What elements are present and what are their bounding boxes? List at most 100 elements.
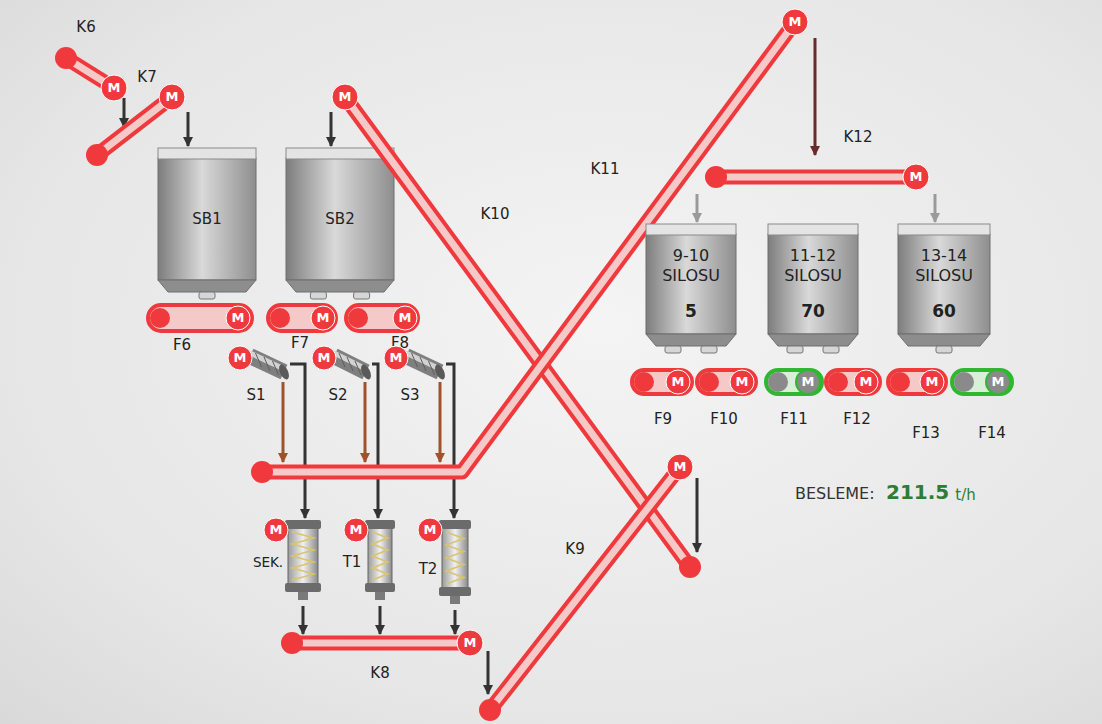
motor-label: M — [228, 350, 252, 366]
motor-symbol — [903, 164, 929, 190]
belt-outline — [97, 97, 172, 155]
belt-surface — [345, 97, 690, 567]
screw-node: S2M — [308, 342, 374, 406]
silo-label: 60 — [932, 302, 956, 320]
silo-label: 5 — [685, 302, 697, 320]
screw-outlet — [433, 363, 447, 381]
tail-pulley — [348, 308, 368, 328]
feeder-node: F11M — [762, 366, 824, 432]
silo-roof — [158, 148, 256, 159]
motor-label: M — [418, 522, 442, 538]
feeder-belt — [632, 370, 692, 394]
silo-body — [768, 234, 858, 334]
machine-nozzle — [450, 596, 460, 604]
motor-symbol — [418, 518, 442, 542]
belt-outline — [716, 170, 916, 185]
silo-node: SB1 — [156, 146, 258, 302]
equipment-tag: K8 — [370, 664, 389, 682]
feeder-node: F7M — [264, 300, 344, 354]
machine-body — [368, 528, 392, 584]
silo-label: 9-10 SILOSU — [653, 246, 729, 286]
feed-rate-text: t/h — [955, 485, 975, 505]
flow-arrow — [696, 478, 699, 552]
motor-symbol — [920, 370, 944, 394]
filter-element — [372, 532, 388, 580]
silo-hopper — [286, 280, 394, 292]
silo-drawing — [766, 222, 860, 356]
belt-surface — [97, 97, 172, 155]
flow-arrow — [487, 651, 490, 694]
machine-top-cap — [439, 520, 471, 529]
motor-label: M — [920, 374, 944, 390]
flow-arrow — [187, 112, 190, 146]
tail-pulley — [954, 372, 974, 392]
feeder-belt — [766, 370, 822, 394]
tail-pulley — [699, 372, 719, 392]
motor-label: M — [854, 374, 878, 390]
silo-hopper — [898, 334, 990, 346]
tail-pulley — [479, 699, 501, 721]
silo-outlet — [199, 292, 215, 299]
belt-outline — [490, 467, 680, 710]
machine-top-cap — [285, 520, 321, 529]
feeder-belt — [697, 370, 756, 394]
feeder-drawing — [342, 300, 422, 354]
motor-label: M — [344, 522, 368, 538]
tail-pulley — [251, 461, 273, 483]
machine-node: SEK.M — [252, 514, 324, 610]
belt-drawing — [700, 126, 934, 194]
flow-arrow — [379, 606, 382, 634]
screw-highlight — [334, 353, 366, 369]
equipment-tag: F12 — [843, 410, 871, 428]
flow-arrow — [446, 364, 454, 518]
belt-surface — [292, 640, 470, 647]
machine-top-cap — [365, 520, 395, 529]
motor-symbol — [101, 75, 127, 101]
motor-symbol — [311, 306, 335, 330]
belt-outline — [345, 97, 690, 567]
silo-outlet — [787, 346, 803, 353]
screw-ring — [273, 361, 279, 375]
motor-label: M — [986, 374, 1010, 390]
screw-ring — [264, 357, 270, 371]
motor-symbol — [228, 346, 252, 370]
belt-outline — [292, 636, 470, 651]
motor-symbol — [986, 370, 1010, 394]
machine-bottom-cap — [439, 587, 471, 596]
motor-symbol — [854, 370, 878, 394]
flow-arrow — [439, 382, 442, 462]
equipment-tag: S3 — [400, 386, 419, 404]
silo-body — [286, 158, 394, 280]
silo-body — [158, 158, 256, 280]
tail-pulley — [86, 144, 108, 166]
equipment-tag: SEK. — [253, 553, 283, 571]
tail-pulley — [55, 47, 77, 69]
silo-node: 9-10 SILOSU 5 — [644, 222, 738, 356]
motor-label: M — [730, 374, 754, 390]
motor-label: M — [666, 374, 690, 390]
tail-pulley — [890, 372, 910, 392]
feeder-belt — [148, 305, 252, 331]
silo-label: 11-12 SILOSU — [775, 246, 851, 286]
machine-node: T1M — [338, 514, 400, 610]
equipment-tag: F14 — [978, 424, 1006, 442]
machine-body — [288, 528, 318, 584]
screw-ring — [339, 353, 345, 367]
motor-symbol — [393, 306, 417, 330]
screw-outlet — [277, 363, 291, 381]
flow-arrow — [696, 194, 699, 222]
motor-symbol — [730, 370, 754, 394]
equipment-tag: K7 — [137, 68, 156, 86]
silo-node: 11-12 SILOSU70 — [766, 222, 860, 356]
equipment-tag: K10 — [481, 205, 510, 223]
feeder-belt — [826, 370, 880, 394]
tail-pulley — [828, 372, 848, 392]
screw-ring — [347, 357, 353, 371]
machine-bottom-cap — [365, 583, 395, 592]
flow-arrow — [364, 382, 367, 462]
silo-label: SB2 — [325, 210, 354, 228]
silo-body — [898, 234, 990, 334]
tail-pulley — [768, 372, 788, 392]
motor-label: M — [668, 459, 692, 475]
silo-outlet — [936, 346, 952, 353]
